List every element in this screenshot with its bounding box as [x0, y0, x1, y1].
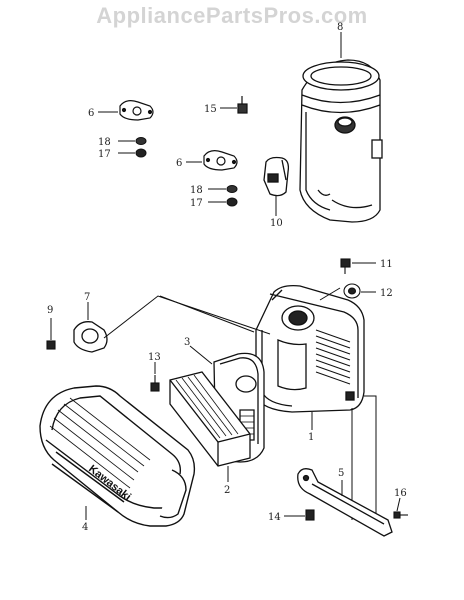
callout-10: 10	[270, 218, 283, 229]
part-13-bolt	[150, 375, 160, 392]
callout-8: 8	[337, 22, 343, 33]
part-2-filter-element	[169, 371, 251, 467]
callout-17-upper: 17	[98, 149, 111, 160]
part-18-washer-upper	[135, 137, 147, 145]
callout-6-upper: 6	[88, 108, 94, 119]
callout-18-middle: 18	[190, 185, 203, 196]
part-8-muffler	[299, 59, 383, 223]
part-11-bolt	[340, 258, 351, 274]
callout-13: 13	[148, 352, 161, 363]
watermark: AppliancePartsPros.com	[96, 3, 368, 28]
leader-3	[189, 345, 213, 365]
part-7-gasket	[73, 321, 108, 353]
callout-2: 2	[224, 485, 230, 496]
callout-14: 14	[268, 512, 281, 523]
callout-4: 4	[82, 522, 88, 533]
callout-1: 1	[308, 432, 314, 443]
part-1-air-cleaner-base	[255, 284, 365, 413]
callout-3: 3	[184, 337, 190, 348]
callout-11: 11	[380, 259, 393, 270]
part-4-cover	[39, 385, 196, 527]
callout-18-upper: 18	[98, 137, 111, 148]
callout-9: 9	[47, 305, 53, 316]
callout-7: 7	[84, 292, 90, 303]
part-5-bracket	[297, 468, 393, 537]
callout-5: 5	[338, 468, 344, 479]
callout-12: 12	[380, 288, 393, 299]
callout-15: 15	[204, 104, 217, 115]
part-15-bolt	[237, 96, 248, 114]
callout-6-middle: 6	[176, 158, 182, 169]
part-17-nut-upper	[135, 148, 147, 158]
part-9-bolt	[46, 340, 56, 350]
leader-16	[396, 497, 401, 512]
part-10-clamp	[263, 156, 290, 197]
callout-16: 16	[394, 488, 407, 499]
part-6-gasket-middle	[203, 150, 238, 171]
part-6-gasket-upper	[119, 100, 154, 121]
callout-17-middle: 17	[190, 198, 203, 209]
part-16-screw	[393, 511, 408, 519]
part-12-grommet	[343, 283, 361, 299]
part-18-washer-middle	[226, 185, 238, 193]
part-14-bolt	[305, 509, 315, 521]
part-17-nut-middle	[226, 197, 238, 207]
